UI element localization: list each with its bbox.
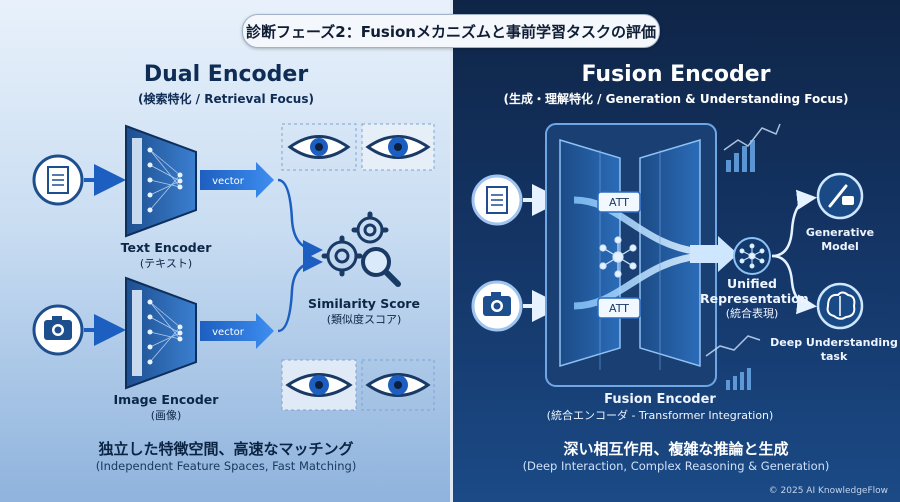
connector-top	[277, 178, 323, 260]
unified-line-2: Representation	[700, 291, 809, 306]
vector-label-bottom: vector	[212, 327, 245, 338]
image-encoder-block	[125, 276, 197, 390]
camera-icon	[32, 304, 84, 356]
text-encoder-label: Text Encoder (テキスト)	[96, 240, 236, 271]
page-title: 診断フェーズ2：Fusionメカニズムと事前学習タスクの評価	[242, 14, 660, 48]
text-encoder-title: Text Encoder	[120, 240, 212, 255]
dual-encoder-heading: Dual Encoder	[143, 62, 309, 87]
magnifier-icon	[361, 247, 401, 287]
dual-summary-en: (Independent Feature Spaces, Fast Matchi…	[95, 459, 357, 473]
similarity-subtitle: (類似度スコア)	[326, 313, 402, 326]
image-encoder-title: Image Encoder	[113, 392, 219, 407]
fusion-encoder-label: Fusion Encoder (統合エンコーダ - Transformer In…	[540, 392, 780, 423]
deep-understanding-label: Deep Understanding task	[770, 336, 898, 364]
vector-arrow-top: vector	[200, 162, 274, 198]
unified-representation-icon	[733, 237, 771, 275]
att-box-bottom: ATT	[597, 297, 641, 319]
generative-model-label: Generative Model	[800, 226, 880, 254]
image-encoder-subtitle: (画像)	[150, 409, 182, 422]
connector-bottom	[277, 252, 323, 333]
eye-icon-bottom-left	[281, 359, 357, 411]
camera-icon-right	[471, 280, 523, 332]
vector-label-top: vector	[212, 176, 245, 187]
generative-model-icon	[816, 172, 864, 220]
eye-icon-text	[281, 123, 357, 171]
network-node-icon	[599, 236, 637, 278]
deep-line-2: task	[820, 350, 848, 363]
unified-line-1: Unified	[726, 276, 778, 291]
brain-icon	[816, 282, 864, 330]
bar-chart-decoration	[723, 123, 781, 172]
dual-summary: 独立した特徴空間、高速なマッチング	[98, 440, 354, 458]
fusion-encoder-subheading: (生成・理解特化 / Generation & Understanding Fo…	[503, 92, 849, 106]
unified-subtitle: (統合表現)	[725, 307, 779, 320]
copyright: © 2025 AI KnowledgeFlow	[768, 486, 888, 496]
fusion-encoder-subtitle: (統合エンコーダ - Transformer Integration)	[546, 409, 774, 422]
generative-line-1: Generative	[805, 226, 875, 239]
deep-line-1: Deep Understanding	[770, 336, 898, 349]
att-box-top: ATT	[597, 191, 641, 213]
att-label-bottom: ATT	[609, 302, 629, 315]
text-encoder-block	[125, 124, 197, 238]
att-label-top: ATT	[609, 196, 629, 209]
unified-representation-label: Unified Representation (統合表現)	[700, 276, 809, 321]
dual-encoder-subheading: (検索特化 / Retrieval Focus)	[138, 92, 314, 106]
fusion-summary: 深い相互作用、複雑な推論と生成	[563, 440, 789, 458]
document-icon-right	[471, 174, 523, 226]
eye-icon-bottom-right	[361, 359, 435, 411]
similarity-score-label: Similarity Score (類似度スコア)	[300, 296, 428, 327]
fusion-encoder-heading: Fusion Encoder	[581, 62, 771, 87]
fusion-summary-en: (Deep Interaction, Complex Reasoning & G…	[522, 459, 830, 473]
fusion-output-arrow	[690, 236, 738, 272]
text-encoder-subtitle: (テキスト)	[139, 257, 193, 270]
gear-icon	[321, 211, 389, 277]
vector-arrow-bottom: vector	[200, 313, 274, 349]
generative-line-2: Model	[821, 240, 859, 253]
document-icon	[32, 154, 84, 206]
fusion-encoder-title: Fusion Encoder	[604, 392, 716, 407]
image-encoder-label: Image Encoder (画像)	[86, 392, 246, 423]
similarity-title: Similarity Score	[308, 296, 420, 311]
line-chart-decoration	[705, 335, 761, 390]
panel-divider	[450, 0, 453, 502]
eye-icon-image	[361, 123, 435, 171]
